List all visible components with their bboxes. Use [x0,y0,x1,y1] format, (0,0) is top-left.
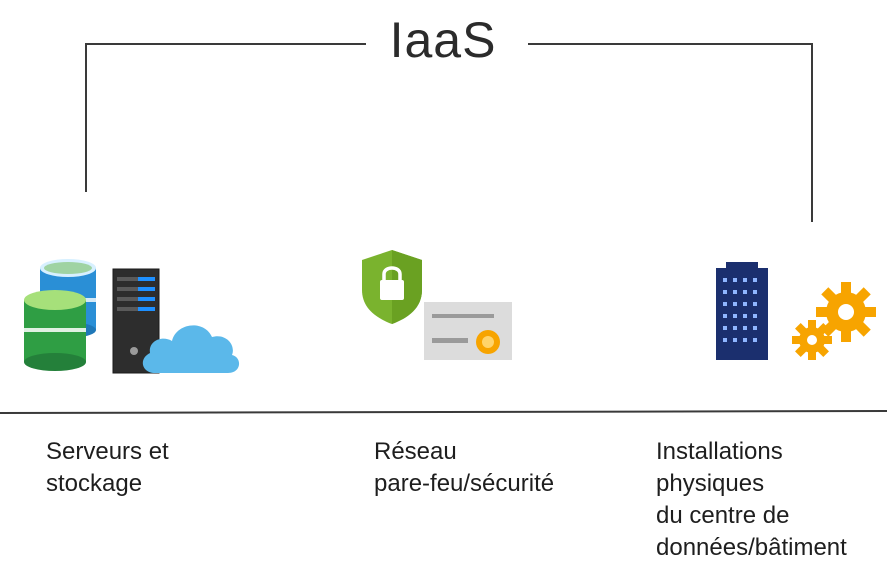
label-line: physiques [656,470,765,497]
certificate-card-icon [424,302,512,360]
label-line: stockage [46,470,143,497]
lock-icon [380,266,404,300]
divider-line [0,410,887,414]
label-line: Installations [656,438,783,465]
label-network-security: Réseau pare-feu/sécurité [374,436,554,500]
building-icon [716,262,768,360]
label-line: données/bâtiment [656,534,847,561]
server-tower-icon [112,268,160,374]
label-line: du centre de [656,502,790,529]
gear-large-icon [816,282,876,342]
label-physical-facilities: Installations physiques du centre de don… [656,436,847,564]
iaas-bracket-right [528,43,813,222]
gear-small-icon [792,320,832,360]
cloud-icon [142,325,240,373]
database-server-cloud-icon [24,259,240,374]
label-servers-storage: Serveurs et stockage [46,436,169,500]
iaas-title: IaaS [389,12,497,68]
label-line: Réseau [374,438,457,465]
iaas-bracket-left [85,43,366,192]
database-green-icon [24,290,86,371]
label-line: pare-feu/sécurité [374,470,555,497]
building-gears-icon [716,262,876,360]
shield-lock-certificate-icon [362,250,512,360]
label-line: Serveurs et [46,438,169,465]
